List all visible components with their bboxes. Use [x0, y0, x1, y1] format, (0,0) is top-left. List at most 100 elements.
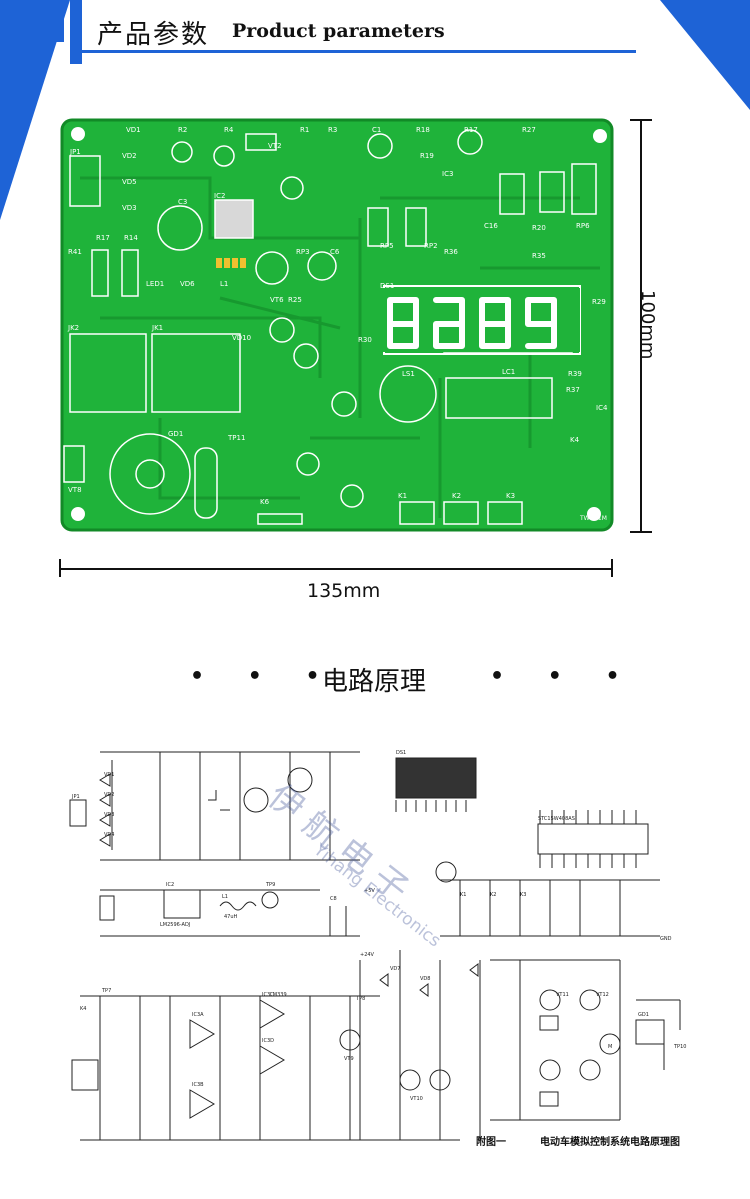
- svg-text:R27: R27: [522, 126, 536, 134]
- svg-text:VT6: VT6: [270, 296, 284, 304]
- svg-text:VT2: VT2: [268, 142, 282, 150]
- svg-text:JP1: JP1: [71, 794, 80, 800]
- dimension-cap: [611, 559, 613, 577]
- schematic-caption-figure: 附图一: [476, 1137, 506, 1148]
- svg-text:R19: R19: [420, 152, 434, 160]
- svg-text:JK2: JK2: [67, 324, 79, 332]
- svg-text:RP6: RP6: [576, 222, 590, 230]
- svg-text:R2: R2: [178, 126, 187, 134]
- svg-text:JP1: JP1: [69, 148, 81, 156]
- svg-text:K2: K2: [490, 892, 496, 898]
- svg-text:IC4: IC4: [596, 404, 608, 412]
- section-title: 电路原理: [322, 667, 427, 697]
- svg-text:TP9: TP9: [265, 882, 275, 888]
- svg-text:R14: R14: [124, 234, 138, 242]
- svg-text:K3: K3: [520, 892, 526, 898]
- svg-text:K6: K6: [260, 498, 270, 506]
- decorative-dots: • • •: [190, 664, 338, 689]
- decorative-dots: • • •: [490, 664, 638, 689]
- svg-text:VD2: VD2: [122, 152, 137, 160]
- svg-text:R30: R30: [358, 336, 372, 344]
- svg-text:R17: R17: [96, 234, 110, 242]
- svg-text:VD7: VD7: [390, 966, 400, 972]
- header-right-decoration: [660, 0, 750, 110]
- svg-text:C16: C16: [484, 222, 498, 230]
- svg-text:IC3A: IC3A: [192, 1012, 204, 1018]
- svg-text:TP8: TP8: [355, 996, 365, 1002]
- svg-text:VT9: VT9: [344, 1056, 354, 1062]
- header-accent-bar: [52, 0, 64, 42]
- svg-text:R39: R39: [568, 370, 582, 378]
- section-title-cn: 产品参数: [97, 20, 210, 50]
- svg-text:VT10: VT10: [410, 1096, 423, 1102]
- svg-text:R29: R29: [592, 298, 606, 306]
- section-title-en: Product parameters: [232, 20, 445, 42]
- svg-text:K1: K1: [398, 492, 407, 500]
- svg-text:TW-C-1M: TW-C-1M: [579, 515, 607, 522]
- svg-text:K4: K4: [80, 1006, 86, 1012]
- svg-text:R18: R18: [416, 126, 430, 134]
- svg-text:IC2: IC2: [166, 882, 174, 888]
- svg-text:LED1: LED1: [146, 280, 164, 288]
- svg-text:VT12: VT12: [596, 992, 609, 998]
- svg-text:VD1: VD1: [104, 772, 114, 778]
- svg-text:VD1: VD1: [126, 126, 141, 134]
- svg-text:+24V: +24V: [360, 952, 375, 958]
- svg-text:LM2596-ADJ: LM2596-ADJ: [160, 922, 190, 928]
- dimension-cap: [630, 531, 652, 533]
- svg-text:K1: K1: [460, 892, 466, 898]
- svg-text:R17: R17: [464, 126, 478, 134]
- svg-text:K4: K4: [570, 436, 580, 444]
- svg-text:LC1: LC1: [502, 368, 515, 376]
- svg-text:VD3: VD3: [104, 812, 114, 818]
- svg-text:VD2: VD2: [104, 792, 114, 798]
- svg-text:IC3D: IC3D: [262, 1038, 274, 1044]
- svg-text:C6: C6: [330, 248, 340, 256]
- header-underline: [70, 50, 636, 53]
- svg-text:RP2: RP2: [424, 242, 438, 250]
- svg-text:IC3B: IC3B: [192, 1082, 204, 1088]
- svg-text:VT8: VT8: [68, 486, 82, 494]
- svg-text:TP7: TP7: [101, 988, 111, 994]
- width-dimension-line: [60, 568, 612, 570]
- height-dimension-line: [640, 120, 642, 532]
- svg-text:IC3: IC3: [442, 170, 453, 178]
- svg-text:47uH: 47uH: [224, 914, 238, 920]
- svg-text:R41: R41: [68, 248, 82, 256]
- svg-text:R20: R20: [532, 224, 546, 232]
- svg-text:+5V: +5V: [364, 888, 375, 894]
- svg-text:C8: C8: [330, 896, 337, 902]
- height-dimension-label: 100mm: [637, 290, 658, 360]
- svg-text:VD3: VD3: [122, 204, 137, 212]
- svg-text:RP5: RP5: [380, 242, 394, 250]
- svg-text:M: M: [608, 1044, 612, 1050]
- svg-text:VD8: VD8: [420, 976, 430, 982]
- svg-text:K2: K2: [452, 492, 461, 500]
- svg-text:DS1: DS1: [380, 282, 394, 290]
- svg-text:VD5: VD5: [122, 178, 137, 186]
- svg-text:IC2: IC2: [214, 192, 225, 200]
- svg-text:K3: K3: [506, 492, 515, 500]
- svg-text:JK1: JK1: [151, 324, 163, 332]
- svg-text:R4: R4: [224, 126, 234, 134]
- svg-text:R3: R3: [328, 126, 337, 134]
- header-accent-bar: [70, 0, 82, 64]
- svg-text:L1: L1: [220, 280, 228, 288]
- svg-text:R36: R36: [444, 248, 458, 256]
- svg-text:TP10: TP10: [673, 1044, 686, 1050]
- svg-text:C3: C3: [178, 198, 187, 206]
- schematic-caption-title: 电动车模拟控制系统电路原理图: [540, 1137, 680, 1148]
- svg-text:R25: R25: [288, 296, 302, 304]
- svg-text:VD4: VD4: [104, 832, 114, 838]
- svg-text:GD1: GD1: [638, 1012, 649, 1018]
- svg-text:LM339: LM339: [270, 992, 287, 998]
- svg-text:C1: C1: [372, 126, 381, 134]
- svg-text:L1: L1: [222, 894, 228, 900]
- svg-text:RP3: RP3: [296, 248, 310, 256]
- svg-text:GD1: GD1: [168, 430, 183, 438]
- svg-text:VD10: VD10: [232, 334, 251, 342]
- svg-text:VT11: VT11: [556, 992, 569, 998]
